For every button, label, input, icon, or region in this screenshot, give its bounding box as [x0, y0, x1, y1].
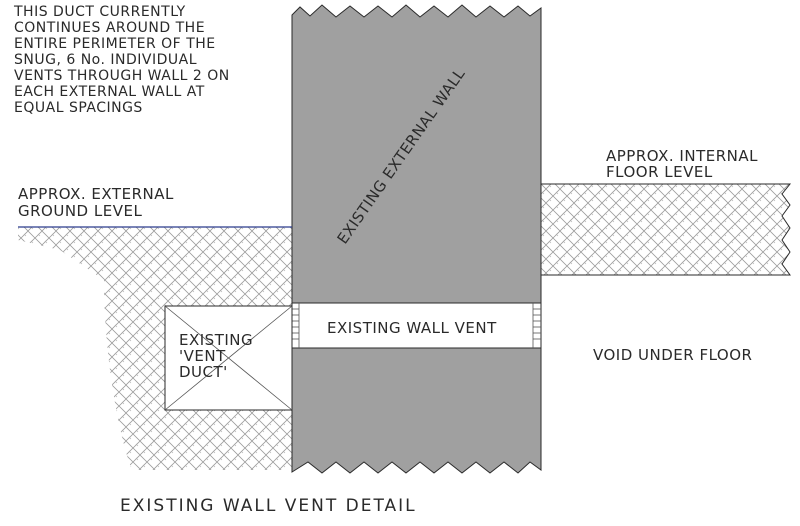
internal-floor-label: APPROX. INTERNAL FLOOR LEVEL	[606, 147, 763, 181]
vent-duct-cross-2	[164, 305, 293, 411]
wall-vent-opening	[291, 302, 542, 349]
drawing-title: EXISTING WALL VENT DETAIL	[120, 496, 417, 516]
wall-vent-label: EXISTING WALL VENT	[327, 319, 497, 337]
existing-external-wall	[291, 4, 542, 304]
existing-external-wall-lower	[291, 347, 542, 474]
vent-grille-right	[532, 303, 541, 348]
void-under-floor-label: VOID UNDER FLOOR	[593, 346, 752, 364]
vent-duct-label: EXISTING 'VENT DUCT'	[179, 331, 258, 381]
duct-note: THIS DUCT CURRENTLY CONTINUES AROUND THE…	[13, 4, 235, 116]
internal-floor-slab	[540, 183, 792, 276]
vent-grille-left	[292, 303, 300, 348]
external-ground-label: APPROX. EXTERNAL GROUND LEVEL	[18, 185, 179, 220]
